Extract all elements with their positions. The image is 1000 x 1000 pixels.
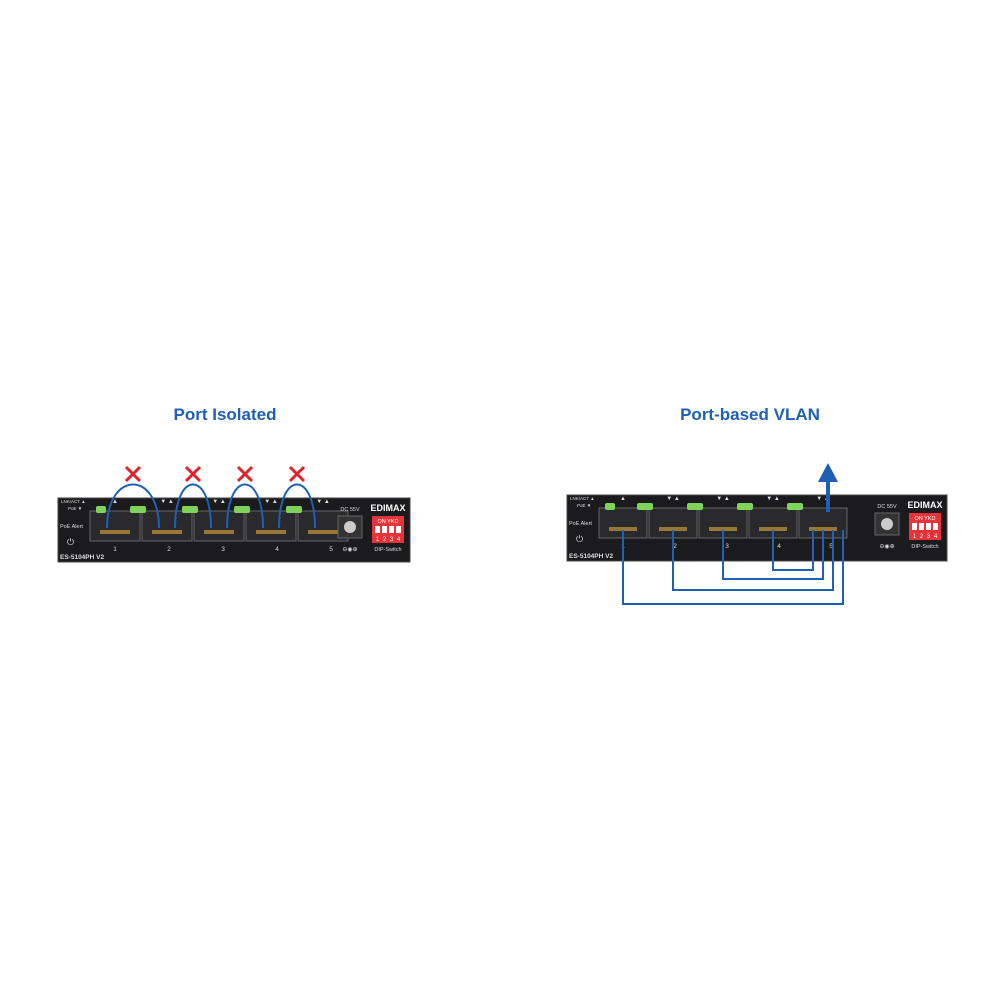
- link-arc: [174, 483, 212, 529]
- dip-number: 2: [383, 537, 387, 543]
- port-pins: [659, 527, 687, 531]
- brand-logo: EDIMAX: [907, 500, 942, 510]
- led: [643, 503, 653, 510]
- ethernet-port: [89, 510, 141, 542]
- dc-jack-center: [881, 518, 893, 530]
- dip-switch-label: DIP-Switch: [911, 544, 938, 550]
- vlan-link: [622, 530, 844, 605]
- dip-switch-label: DIP-Switch: [374, 547, 401, 553]
- led-indicator-arrow: ▲: [112, 499, 118, 505]
- port-number: 5: [829, 543, 833, 550]
- dip-number: 1: [913, 534, 917, 540]
- dip-number: 1: [376, 537, 380, 543]
- port-pins: [204, 530, 234, 534]
- port-pins: [759, 527, 787, 531]
- port-pins: [152, 530, 182, 534]
- led-indicator-arrow: ▲: [620, 496, 626, 502]
- port-number: 3: [221, 546, 225, 553]
- model-label: ES-5104PH V2: [569, 553, 613, 560]
- dip-toggle: [919, 523, 924, 530]
- power-icon: ⏻: [576, 534, 583, 544]
- port-number: 2: [167, 546, 171, 553]
- uplink-arrow-head: [818, 463, 838, 482]
- port-pins: [256, 530, 286, 534]
- port-isolated-title: Port Isolated: [173, 405, 277, 424]
- led: [605, 503, 615, 510]
- ethernet-port: [141, 510, 193, 542]
- led: [96, 506, 106, 513]
- led: [188, 506, 198, 513]
- port-number: 4: [777, 543, 781, 550]
- led-indicator-arrow: ▼ ▲: [816, 496, 830, 502]
- cross-icon: [124, 465, 142, 483]
- link-arc: [106, 483, 160, 529]
- poe-alert-label: PoE Alert: [60, 524, 83, 530]
- dc-jack-center: [344, 521, 356, 533]
- led: [292, 506, 302, 513]
- ethernet-port: [193, 510, 245, 542]
- power-label: DC 55V: [877, 504, 897, 510]
- dip-toggle: [926, 523, 931, 530]
- link-arc: [278, 483, 316, 529]
- power-label: DC 55V: [340, 507, 360, 513]
- vlan-link: [772, 530, 814, 571]
- dip-number: 3: [390, 537, 394, 543]
- dip-toggle: [382, 526, 387, 533]
- cross-icon: [288, 465, 306, 483]
- led-indicator-arrow: ▼ ▲: [160, 499, 174, 505]
- port-pins: [100, 530, 130, 534]
- dip-number: 2: [920, 534, 924, 540]
- dip-toggle: [396, 526, 401, 533]
- power-icon: ⏻: [67, 537, 74, 547]
- led: [743, 503, 753, 510]
- dip-toggle: [375, 526, 380, 533]
- polarity-icon: ⊖◉⊕: [342, 547, 357, 553]
- vlan-link: [672, 530, 834, 591]
- led-label-poe: PoE ▼: [577, 503, 591, 508]
- dip-on-label: ON YKD: [378, 519, 399, 525]
- port-number: 2: [673, 543, 677, 550]
- led-label-lnk: LNK/ACT ▲: [570, 496, 595, 501]
- dip-on-label: ON YKD: [915, 516, 936, 522]
- led-indicator-arrow: ▼ ▲: [316, 499, 330, 505]
- model-label: ES-5104PH V2: [60, 554, 104, 561]
- led-label-lnk: LNK/ACT ▲: [61, 499, 86, 504]
- led: [793, 503, 803, 510]
- port-based-vlan-title: Port-based VLAN: [680, 405, 820, 424]
- cross-icon: [236, 465, 254, 483]
- led-indicator-arrow: ▼ ▲: [766, 496, 780, 502]
- port-number: 5: [329, 546, 333, 553]
- led-label-poe: PoE ▼: [68, 506, 82, 511]
- poe-alert-label: PoE Alert: [569, 521, 592, 527]
- led-indicator-arrow: ▼ ▲: [666, 496, 680, 502]
- dip-number: 4: [397, 537, 401, 543]
- port-number: 3: [725, 543, 729, 550]
- ethernet-port: [245, 510, 297, 542]
- vlan-link: [722, 530, 824, 580]
- dip-toggle: [933, 523, 938, 530]
- dip-toggle: [389, 526, 394, 533]
- port-number: 1: [113, 546, 117, 553]
- led: [693, 503, 703, 510]
- led-indicator-arrow: ▼ ▲: [716, 496, 730, 502]
- led: [240, 506, 250, 513]
- port-pins: [308, 530, 338, 534]
- dip-toggle: [912, 523, 917, 530]
- polarity-icon: ⊖◉⊕: [879, 544, 894, 550]
- dip-number: 4: [934, 534, 938, 540]
- switch-front-panel: LNK/ACT ▲ PoE ▼ PoE Alert ⏻ ES-5104PH V2 ▲ 1 ▼ …: [57, 497, 411, 563]
- led: [136, 506, 146, 513]
- port-number: 4: [275, 546, 279, 553]
- cross-icon: [184, 465, 202, 483]
- dip-number: 3: [927, 534, 931, 540]
- port-pins: [709, 527, 737, 531]
- link-arc: [226, 483, 264, 529]
- port-pins: [809, 527, 837, 531]
- led-indicator-arrow: ▼ ▲: [264, 499, 278, 505]
- port-pins: [609, 527, 637, 531]
- led-indicator-arrow: ▼ ▲: [212, 499, 226, 505]
- brand-logo: EDIMAX: [370, 503, 405, 513]
